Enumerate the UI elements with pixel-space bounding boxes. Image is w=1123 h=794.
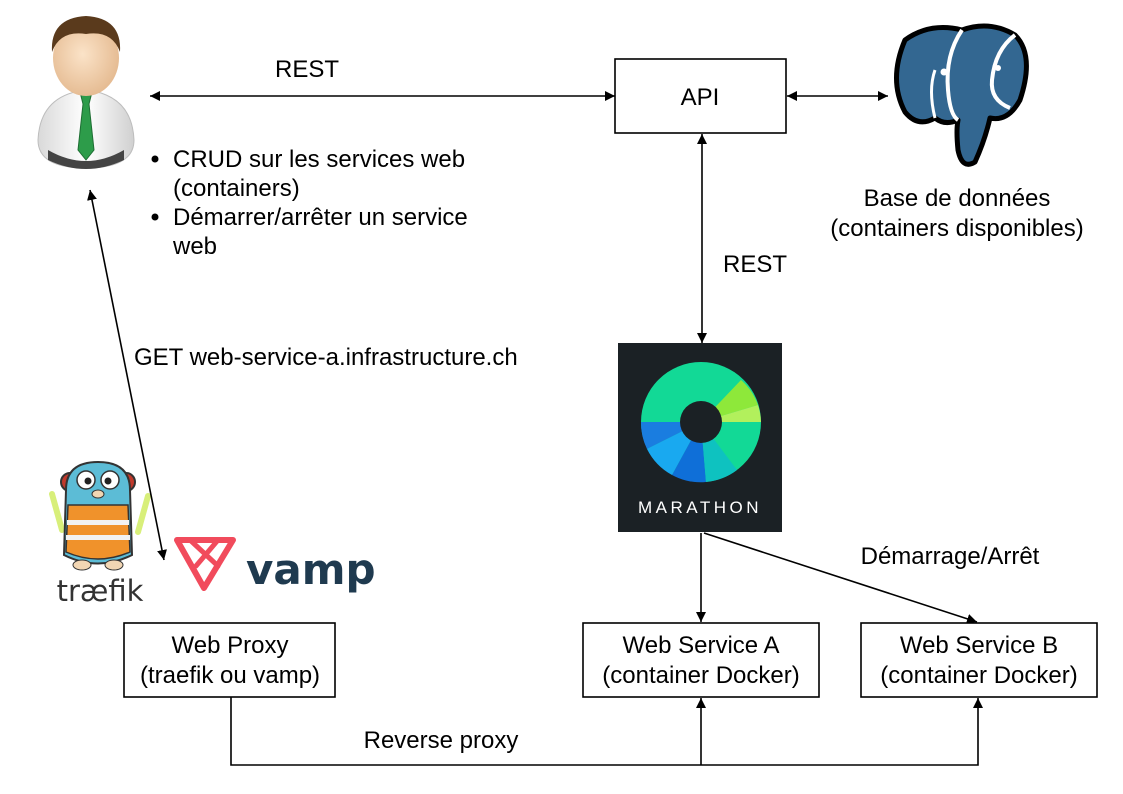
web-service-b-node: Web Service B (container Docker) — [860, 622, 1098, 698]
api-label: API — [681, 84, 720, 111]
user-action-2-line-2: web — [172, 233, 217, 260]
user-action-1-line-2: (containers) — [173, 175, 300, 202]
web-service-a-label-1: Web Service A — [623, 632, 780, 659]
user-action-2-line-1: Démarrer/arrêter un service — [173, 204, 468, 231]
edge-label-user-proxy: GET web-service-a.infrastructure.ch — [134, 344, 518, 371]
edge-label-user-api: REST — [275, 56, 339, 83]
edge-marathon-service-b — [703, 532, 978, 624]
vamp-logo: vamp — [174, 537, 376, 594]
web-service-a-node: Web Service A (container Docker) — [582, 622, 820, 698]
web-proxy-label-1: Web Proxy — [172, 632, 289, 659]
api-node: API — [614, 58, 787, 134]
traefik-logo-text: træfik — [57, 574, 144, 608]
user-action-1-line-1: CRUD sur les services web — [173, 146, 465, 173]
web-proxy-node: Web Proxy (traefik ou vamp) — [123, 622, 336, 698]
web-service-b-label-2: (container Docker) — [880, 662, 1077, 689]
marathon-logo: MARATHON — [618, 343, 782, 532]
bullet-icon — [151, 213, 159, 221]
web-proxy-label-2: (traefik ou vamp) — [140, 662, 320, 689]
edge-user-proxy — [87, 189, 167, 561]
bullet-icon — [151, 155, 159, 163]
user-actions-list: CRUD sur les services web (containers) D… — [151, 146, 468, 260]
web-service-a-label-2: (container Docker) — [602, 662, 799, 689]
user-icon — [37, 16, 135, 169]
web-service-b-label-1: Web Service B — [900, 632, 1058, 659]
traefik-gopher-logo: træfik — [49, 460, 151, 608]
edge-reverse-proxy — [230, 697, 983, 766]
edge-label-reverse-proxy: Reverse proxy — [364, 727, 519, 754]
edge-label-marathon-services: Démarrage/Arrêt — [861, 543, 1040, 570]
postgresql-elephant-icon — [894, 23, 1029, 167]
vamp-logo-text: vamp — [246, 545, 376, 594]
edge-label-api-marathon: REST — [723, 251, 787, 278]
database-label-1: Base de données — [864, 185, 1051, 212]
marathon-logo-text: MARATHON — [638, 498, 762, 517]
database-label-2: (containers disponibles) — [830, 215, 1083, 242]
